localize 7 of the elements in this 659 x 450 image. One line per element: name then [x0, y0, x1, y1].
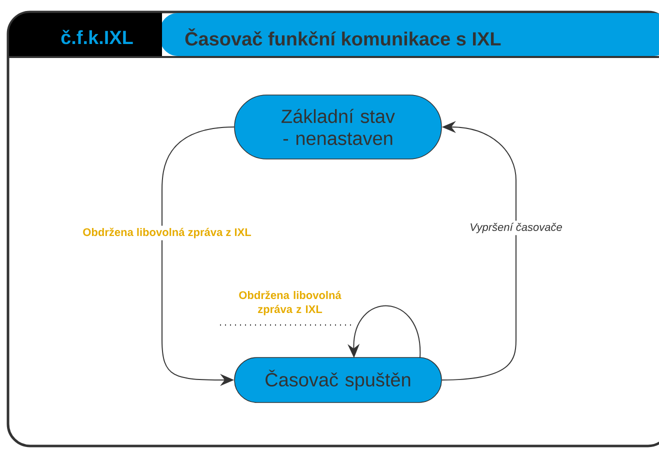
state-box: Časovač spuštěn [234, 357, 442, 403]
title: Časovač funkční komunikace s IXL [185, 28, 501, 46]
header-code: č.f.k.IXL [61, 30, 133, 44]
state-box: Základní stav - nenastaven [234, 94, 442, 160]
edge-label: Vypršení časovače [470, 222, 562, 234]
edge-label: Obdržena libovolná zpráva z IXL [83, 228, 252, 238]
edge-label: Obdržena libovolná zpráva z IXL [239, 290, 342, 316]
